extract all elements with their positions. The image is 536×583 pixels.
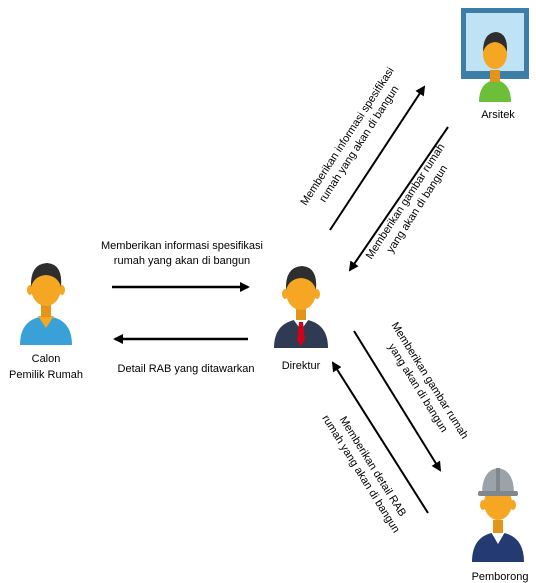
arrow-arsitek-to-direktur (348, 126, 449, 272)
arrow-direktur-to-arsitek (329, 85, 426, 231)
architect-monitor-icon (461, 8, 529, 102)
flow-calon-to-direktur-line1: Memberikan informasi spesifikasi (101, 240, 263, 252)
flow-direktur-to-arsitek-line1: Memberikan informasi spesifikasi (298, 65, 396, 207)
calon-label-line2: Pemilik Rumah (9, 369, 83, 381)
customer-person-icon (20, 263, 72, 345)
flow-pemborong-to-direktur-line2: rumah yang akan di bangun (319, 413, 401, 535)
arrow-direktur-to-pemborong (353, 330, 442, 472)
director-person-icon (274, 266, 328, 348)
arsitek-label: Arsitek (481, 109, 515, 121)
contractor-helmet-icon (472, 468, 524, 562)
pemborong-label: Pemborong (472, 571, 529, 583)
flow-direktur-to-calon-line1: Detail RAB yang ditawarkan (118, 363, 255, 375)
arrow-pemborong-to-direktur (331, 361, 429, 514)
flow-direktur-to-pemborong-line1: Memberikan gambar rumah (389, 320, 471, 441)
direktur-label: Direktur (282, 360, 321, 372)
flow-calon-to-direktur-line2: rumah yang akan di bangun (114, 255, 250, 267)
calon-label-line1: Calon (32, 353, 61, 365)
